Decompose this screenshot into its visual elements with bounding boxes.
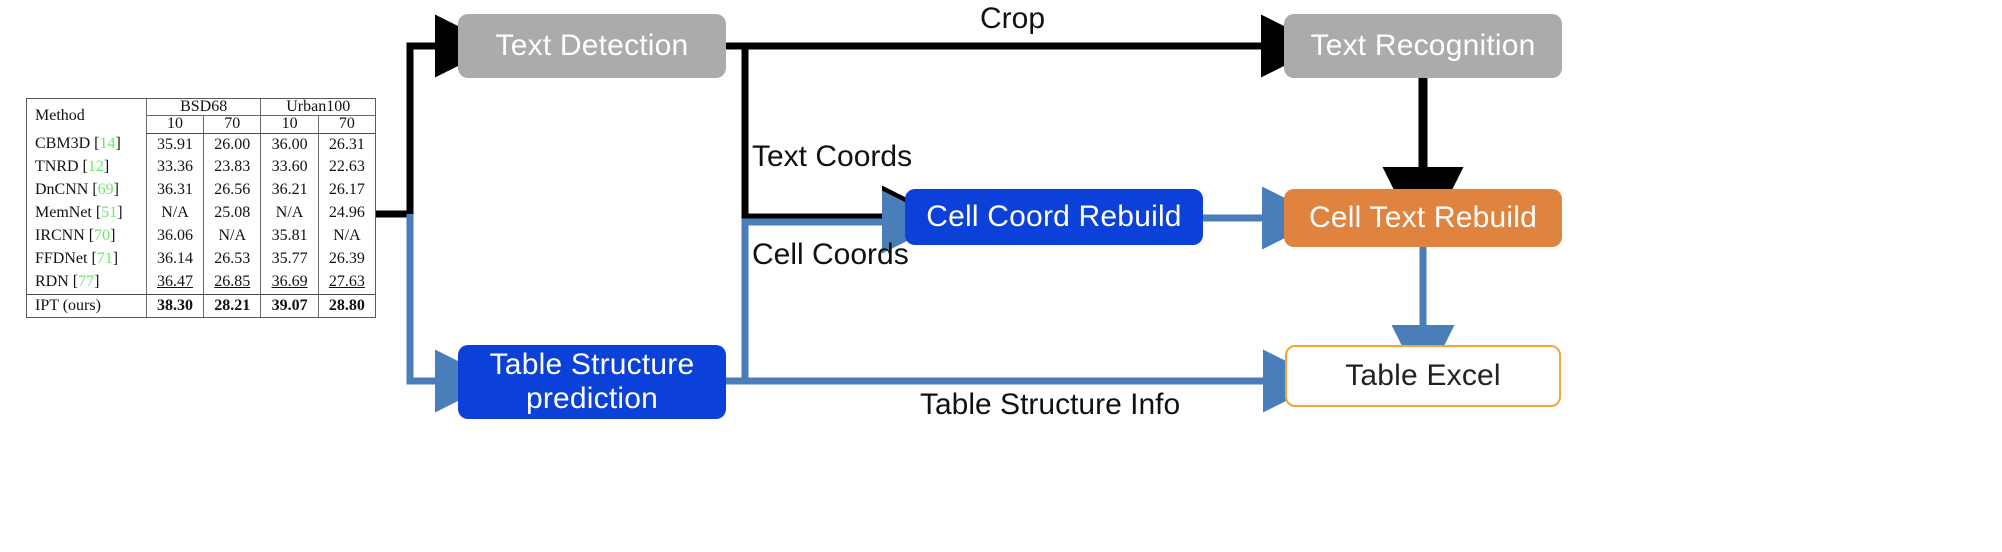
cell-value: N/A [317,225,375,249]
header-bsd68: BSD68 [145,98,261,117]
cell-method: CBM3D [14] [35,135,121,153]
cell-value: 26.53 [203,248,261,272]
node-text-detection[interactable]: Text Detection [458,14,726,78]
cell-value: 33.60 [260,156,319,180]
cell-method: TNRD [12] [35,158,110,176]
header-bsd68-70: 70 [203,116,261,134]
cell-value: 36.14 [145,248,204,272]
cell-value: 26.56 [203,179,261,203]
node-cell-coord-rebuild[interactable]: Cell Coord Rebuild [905,189,1203,245]
node-cell-text-rebuild[interactable]: Cell Text Rebuild [1284,189,1562,247]
header-urban100-10: 10 [260,116,319,134]
results-table: Method BSD68 Urban100 10 70 10 70 CBM3D … [27,98,375,318]
cell-value: 25.08 [203,202,261,226]
table-header-row-2: 10 70 10 70 [27,116,375,134]
cell-value: 26.39 [317,248,375,272]
cell-method: IPT (ours) [35,296,101,314]
cell-value: 38.30 [145,294,204,318]
cell-value: 26.17 [317,179,375,203]
cell-value: 36.00 [260,133,319,157]
cell-value: N/A [145,202,204,226]
cell-value: 35.77 [260,248,319,272]
table-header-row-1: Method BSD68 Urban100 [27,98,375,124]
cell-value: 26.85 [203,271,261,295]
cell-value: 24.96 [317,202,375,226]
cell-value: 28.80 [317,294,375,318]
cell-value: 27.63 [317,271,375,295]
cell-value: 36.21 [260,179,319,203]
cell-value: 35.81 [260,225,319,249]
cell-value: 26.31 [317,133,375,157]
cell-value: 39.07 [260,294,319,318]
cell-method: IRCNN [70] [35,227,116,245]
cell-value: N/A [260,202,319,226]
edge-label-table-structure-info: Table Structure Info [920,388,1181,421]
edge-label-crop: Crop [980,2,1046,35]
header-method: Method [35,106,85,124]
edge-label-cell-coords: Cell Coords [752,238,909,271]
node-text-recognition[interactable]: Text Recognition [1284,14,1562,78]
cell-value: 26.00 [203,133,261,157]
cell-value: 36.69 [260,271,319,295]
input-table-image: Method BSD68 Urban100 10 70 10 70 CBM3D … [26,98,376,319]
cell-value: N/A [203,225,261,249]
node-table-excel[interactable]: Table Excel [1285,345,1561,407]
cell-value: 33.36 [145,156,204,180]
header-urban100-70: 70 [317,116,375,134]
cell-value: 22.63 [317,156,375,180]
cell-value: 28.21 [203,294,261,318]
cell-value: 36.47 [145,271,204,295]
cell-value: 36.31 [145,179,204,203]
cell-value: 35.91 [145,133,204,157]
edge-label-text-coords: Text Coords [752,140,913,173]
cell-method: DnCNN [69] [35,181,119,199]
header-urban100: Urban100 [260,98,375,117]
node-table-structure-prediction[interactable]: Table Structure prediction [458,345,726,419]
cell-value: 36.06 [145,225,204,249]
cell-method: FFDNet [71] [35,250,119,268]
cell-value: 23.83 [203,156,261,180]
cell-method: MemNet [51] [35,204,123,222]
header-bsd68-10: 10 [145,116,204,134]
cell-method: RDN [77] [27,271,147,295]
